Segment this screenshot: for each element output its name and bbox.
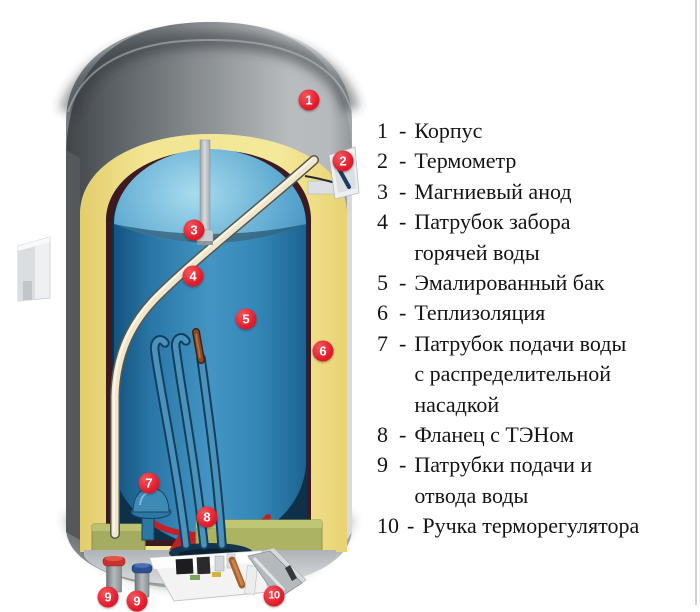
thermostat-bracket	[247, 547, 307, 600]
legend-item-separator: -	[399, 300, 407, 326]
legend-item-separator: -	[399, 452, 407, 478]
legend-item-number: 6	[377, 300, 388, 326]
control-unit	[149, 550, 269, 602]
legend: 1 - Корпус 2 - Термометр 3 - Магниевый а…	[377, 116, 689, 542]
legend-item-number: 4	[377, 209, 388, 235]
legend-item-number: 10	[377, 513, 399, 539]
legend-item-separator: -	[407, 513, 415, 539]
legend-item-separator: -	[399, 148, 407, 174]
legend-item-7: 7 - Патрубок подачи воды с распределител…	[377, 329, 689, 420]
marker-7: 7	[138, 472, 160, 494]
hot-water-pipe	[110, 155, 319, 539]
legend-item-separator: -	[399, 209, 407, 235]
legend-item-label: Патрубок забора горячей воды	[414, 209, 571, 265]
legend-item-8: 8 - Фланец с ТЭНом	[377, 420, 689, 450]
legend-item-number: 7	[377, 330, 388, 356]
legend-item-separator: -	[399, 330, 407, 356]
legend-item-label: Теплизоляция	[414, 300, 546, 326]
legend-item-4: 4 - Патрубок забора горячей воды	[377, 207, 689, 268]
marker-2: 2	[332, 150, 354, 172]
legend-item-label: Патрубок подачи воды с распределительной…	[414, 330, 627, 417]
legend-item-label: Патрубки подачи и отвода воды	[414, 452, 593, 508]
heater-illustration: 1 2 3 4 5 6 7 8 9 9 10	[17, 22, 360, 612]
legend-item-label: Эмалированный бак	[414, 270, 605, 296]
legend-item-5: 5 - Эмалированный бак	[377, 268, 689, 298]
legend-item-separator: -	[399, 270, 407, 296]
marker-9a: 9	[97, 586, 119, 608]
heating-element-tubes	[149, 328, 227, 550]
legend-item-number: 9	[377, 452, 388, 478]
marker-1: 1	[298, 89, 320, 111]
legend-item-10: 10 - Ручка терморегулятора	[377, 511, 689, 541]
legend-item-3: 3 - Магниевый анод	[377, 177, 689, 207]
legend-item-label: Фланец с ТЭНом	[414, 422, 574, 448]
legend-item-2: 2 - Термометр	[377, 146, 689, 176]
marker-3: 3	[183, 219, 205, 241]
legend-item-number: 3	[377, 178, 388, 204]
marker-4: 4	[182, 265, 204, 287]
legend-item-label: Корпус	[414, 118, 483, 143]
legend-item-label: Термометр	[414, 148, 517, 174]
marker-6: 6	[312, 340, 334, 362]
legend-item-separator: -	[399, 178, 407, 204]
marker-8: 8	[196, 506, 218, 528]
marker-10: 10	[263, 585, 285, 607]
legend-item-number: 8	[377, 422, 388, 448]
legend-item-number: 1	[377, 118, 388, 143]
legend-item-number: 5	[377, 270, 388, 296]
legend-item-label: Магниевый анод	[414, 178, 572, 204]
marker-5: 5	[235, 308, 257, 330]
thermometer-needle	[337, 167, 351, 189]
legend-item-9: 9 - Патрубки подачи и отвода воды	[377, 450, 689, 511]
inlet-diffuser	[130, 487, 172, 541]
legend-item-label: Ручка терморегулятора	[422, 513, 640, 539]
heater-cutaway-svg	[17, 22, 360, 602]
legend-item-number: 2	[377, 148, 388, 174]
legend-item-6: 6 - Теплизоляция	[377, 298, 689, 328]
legend-item-separator: -	[399, 118, 407, 143]
marker-9b: 9	[126, 590, 148, 612]
legend-item-1: 1 - Корпус	[377, 116, 689, 146]
legend-item-separator: -	[399, 422, 407, 448]
wall-bracket	[17, 236, 51, 302]
image-edge-rule	[695, 0, 697, 605]
enamel-tank	[114, 149, 306, 543]
